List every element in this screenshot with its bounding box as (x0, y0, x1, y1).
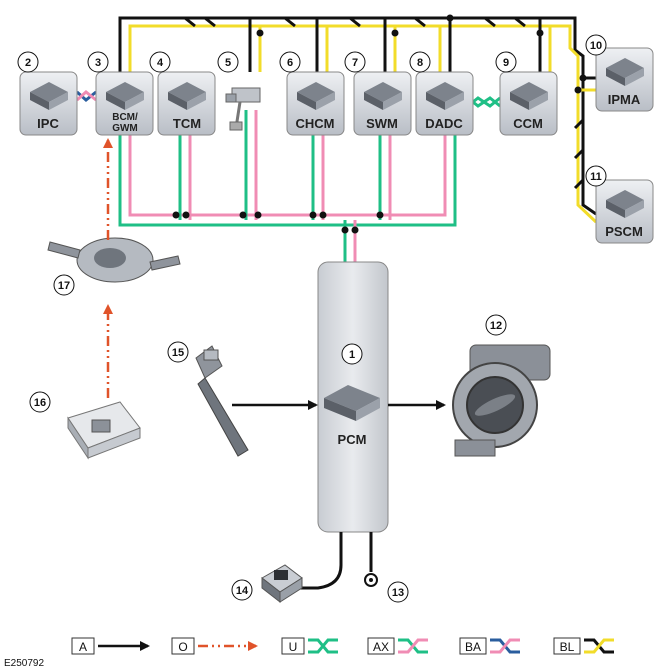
module-label: SWM (366, 116, 398, 131)
callout-9: 9 (495, 51, 517, 73)
svg-text:15: 15 (172, 347, 184, 359)
module-label: IPC (37, 116, 59, 131)
svg-text:7: 7 (352, 57, 358, 69)
module-label: IPMA (608, 92, 641, 107)
svg-text:14: 14 (236, 585, 249, 597)
clockspring[interactable] (47, 237, 181, 283)
callout-6: 6 (279, 51, 301, 73)
callout-3: 3 (87, 51, 109, 73)
module-ccm[interactable]: CCM (499, 71, 558, 136)
bus-junctions-lower (172, 211, 384, 234)
svg-text:16: 16 (34, 397, 46, 409)
callout-10: 10 (585, 34, 607, 56)
module-label: PSCM (605, 224, 643, 239)
callout-7: 7 (344, 51, 366, 73)
callout-2: 2 (17, 51, 39, 73)
callout-4: 4 (149, 51, 171, 73)
callout-16: 16 (29, 391, 51, 413)
callout-8: 8 (409, 51, 431, 73)
bus-bl-top (118, 16, 598, 224)
module-dadc[interactable]: DADC (415, 71, 474, 136)
svg-text:U: U (289, 640, 298, 654)
svg-text:5: 5 (225, 57, 231, 69)
module-label: PCM (338, 432, 367, 447)
module-tcm[interactable]: TCM (157, 71, 216, 136)
module-bcm-gwm[interactable]: BCM/ GWM (95, 71, 154, 136)
svg-text:AX: AX (373, 640, 389, 654)
throttle-body[interactable] (452, 344, 551, 457)
legend-item-bl: BL (553, 637, 614, 655)
callout-11: 11 (585, 165, 607, 187)
figure-reference: E250792 (4, 658, 44, 669)
callout-12: 12 (485, 314, 507, 336)
svg-text:12: 12 (490, 320, 502, 332)
svg-text:BA: BA (465, 640, 481, 654)
module-label: DADC (425, 116, 463, 131)
callout-13: 13 (387, 581, 409, 603)
callout-5: 5 (217, 51, 239, 73)
module-label: CCM (513, 116, 543, 131)
svg-text:1: 1 (349, 349, 355, 361)
legend-item-a: A (71, 637, 150, 655)
svg-text:11: 11 (590, 171, 602, 183)
module-pscm[interactable]: PSCM (595, 179, 654, 244)
bus-ipc-bcm (76, 90, 97, 102)
brake-switch[interactable] (225, 87, 261, 131)
bus-bl-twist (184, 16, 585, 190)
module-swm[interactable]: SWM (353, 71, 412, 136)
svg-text:6: 6 (287, 57, 293, 69)
bus-green-pink (118, 110, 457, 262)
svg-text:4: 4 (157, 57, 164, 69)
start-stop-switch[interactable] (67, 401, 141, 460)
module-pcm[interactable]: PCM (317, 261, 389, 533)
legend-item-u: U (281, 637, 338, 655)
callout-15: 15 (167, 341, 189, 363)
svg-text:BL: BL (560, 640, 575, 654)
fuse[interactable] (261, 564, 303, 604)
svg-text:13: 13 (392, 587, 404, 599)
callout-14: 14 (231, 579, 253, 601)
svg-text:10: 10 (590, 40, 602, 52)
bus-junctions (256, 14, 587, 94)
module-ipma[interactable]: IPMA (595, 47, 654, 112)
module-chcm[interactable]: CHCM (286, 71, 345, 136)
svg-text:2: 2 (25, 57, 31, 69)
svg-text:A: A (79, 640, 87, 654)
accelerator-pedal[interactable] (195, 345, 249, 457)
module-label-line2: GWM (112, 123, 138, 134)
callout-1: 1 (341, 343, 363, 365)
module-label: CHCM (296, 116, 335, 131)
callout-17: 17 (53, 274, 75, 296)
legend-item-o: O (171, 637, 258, 655)
legend-item-ax: AX (367, 637, 428, 655)
svg-text:3: 3 (95, 57, 101, 69)
svg-text:8: 8 (417, 57, 423, 69)
module-label: TCM (173, 116, 201, 131)
ground-terminal[interactable] (364, 573, 378, 587)
svg-text:17: 17 (58, 280, 70, 292)
legend-item-ba: BA (459, 637, 520, 655)
module-label-line1: BCM/ (112, 112, 138, 123)
pcm-power-wires (300, 532, 373, 590)
module-ipc[interactable]: IPC (19, 71, 78, 136)
svg-text:9: 9 (503, 57, 509, 69)
svg-text:O: O (178, 640, 187, 654)
legend: A O U AX BA BL (71, 637, 614, 655)
